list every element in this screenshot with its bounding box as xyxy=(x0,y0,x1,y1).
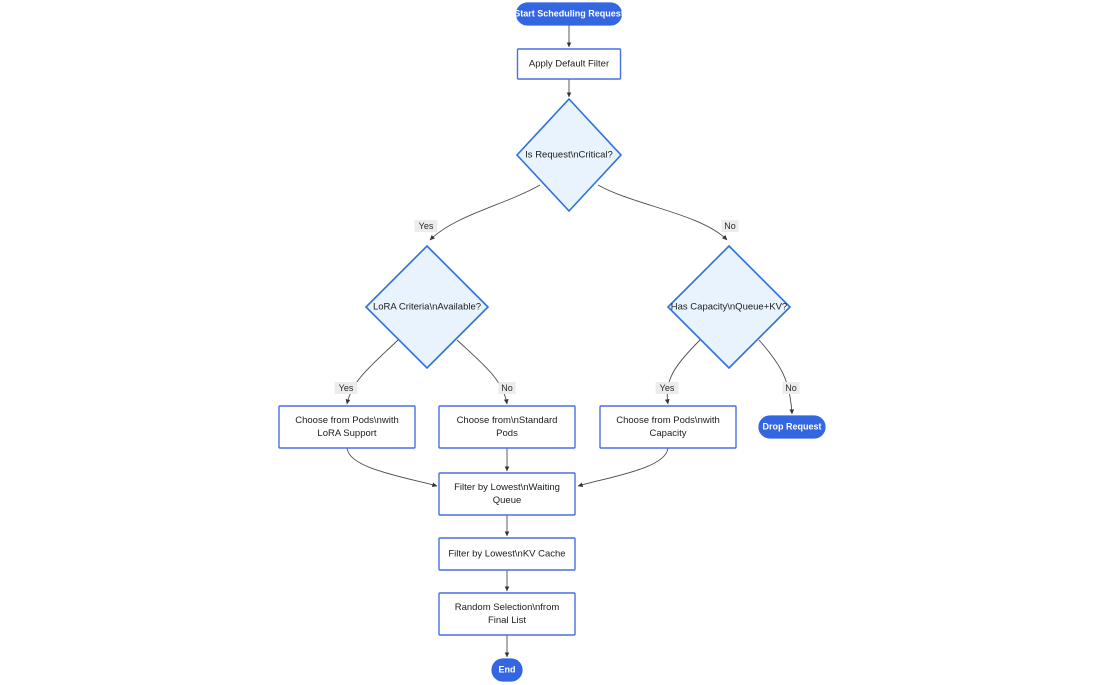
node-label-choose_pods_lora: LoRA Support xyxy=(317,428,377,439)
node-shape-stadium xyxy=(515,2,623,26)
node-shape-diamond xyxy=(666,244,792,370)
node-lora_criteria_available: LoRA Criteria\nAvailable? xyxy=(364,244,490,370)
edges-layer xyxy=(345,25,795,658)
node-label-choose_standard_pods: Choose from\nStandard xyxy=(457,415,558,426)
node-label-is_request_critical: Is Request\nCritical? xyxy=(525,150,613,161)
node-label-drop_request: Drop Request xyxy=(762,421,821,431)
edge-label-text: Yes xyxy=(419,221,434,231)
node-label-choose_pods_capacity: Capacity xyxy=(650,428,687,439)
node-label-lora_criteria_available: LoRA Criteria\nAvailable? xyxy=(373,302,481,313)
edge-lora_criteria_available-to-choose_standard_pods xyxy=(456,339,509,405)
node-shape-diamond xyxy=(515,97,623,213)
node-label-start: Start Scheduling Request xyxy=(514,8,624,18)
edge-label-background xyxy=(334,382,358,394)
node-shape-stadium xyxy=(758,415,826,439)
node-has_capacity: Has Capacity\nQueue+KV? xyxy=(666,244,792,370)
node-shape-rect xyxy=(599,405,737,449)
node-shape-rect xyxy=(438,592,576,636)
node-shape-rect xyxy=(438,472,576,516)
edge-label-has_capacity-to-choose_pods_capacity: Yes xyxy=(655,382,679,394)
edge-label-text: No xyxy=(785,383,797,393)
node-shape-rect xyxy=(438,537,576,571)
edge-label-background xyxy=(414,220,438,232)
node-shape-stadium xyxy=(491,658,523,682)
node-shape-diamond xyxy=(364,244,490,370)
node-apply_default_filter: Apply Default Filter xyxy=(516,48,622,80)
node-drop_request: Drop Request xyxy=(758,415,826,439)
edge-is_request_critical-to-lora_criteria_available xyxy=(429,184,541,241)
edge-label-text: No xyxy=(724,221,736,231)
edge-label-lora_criteria_available-to-choose_pods_lora: Yes xyxy=(334,382,358,394)
edge-label-background xyxy=(782,382,800,394)
edge-lora_criteria_available-to-choose_pods_lora xyxy=(345,339,399,405)
node-label-filter_waiting_queue: Queue xyxy=(493,495,522,506)
node-shape-rect xyxy=(516,48,622,80)
node-end: End xyxy=(491,658,523,682)
node-label-choose_pods_lora: Choose from Pods\nwith xyxy=(295,415,399,426)
node-label-choose_pods_capacity: Choose from Pods\nwith xyxy=(616,415,720,426)
node-label-random_selection: Random Selection\nfrom xyxy=(455,602,560,613)
edge-has_capacity-to-choose_pods_capacity xyxy=(664,339,701,405)
node-start: Start Scheduling Request xyxy=(514,2,624,26)
edge-label-text: Yes xyxy=(660,383,675,393)
edge-label-lora_criteria_available-to-choose_standard_pods: No xyxy=(498,382,516,394)
edge-label-background xyxy=(498,382,516,394)
edge-choose_pods_lora-to-filter_waiting_queue xyxy=(346,447,438,488)
node-label-end: End xyxy=(499,664,516,674)
node-label-filter_waiting_queue: Filter by Lowest\nWaiting xyxy=(454,482,560,493)
node-label-apply_default_filter: Apply Default Filter xyxy=(529,59,609,70)
edge-label-background xyxy=(655,382,679,394)
edge-choose_pods_capacity-to-filter_waiting_queue xyxy=(577,447,669,488)
edge-label-text: Yes xyxy=(339,383,354,393)
edge-is_request_critical-to-has_capacity xyxy=(597,184,728,241)
node-label-filter_kv_cache: Filter by Lowest\nKV Cache xyxy=(448,549,565,560)
edge-label-has_capacity-to-drop_request: No xyxy=(782,382,800,394)
node-is_request_critical: Is Request\nCritical? xyxy=(515,97,623,213)
node-filter_kv_cache: Filter by Lowest\nKV Cache xyxy=(438,537,576,571)
node-label-random_selection: Final List xyxy=(488,615,526,626)
edge-has_capacity-to-drop_request xyxy=(758,339,795,415)
edge-label-text: No xyxy=(501,383,513,393)
edge-label-is_request_critical-to-lora_criteria_available: Yes xyxy=(414,220,438,232)
edge-label-background xyxy=(721,220,739,232)
node-label-has_capacity: Has Capacity\nQueue+KV? xyxy=(671,302,787,313)
node-label-choose_standard_pods: Pods xyxy=(496,428,518,439)
edge-label-is_request_critical-to-has_capacity: No xyxy=(721,220,739,232)
node-shape-rect xyxy=(278,405,416,449)
node-shape-rect xyxy=(438,405,576,449)
